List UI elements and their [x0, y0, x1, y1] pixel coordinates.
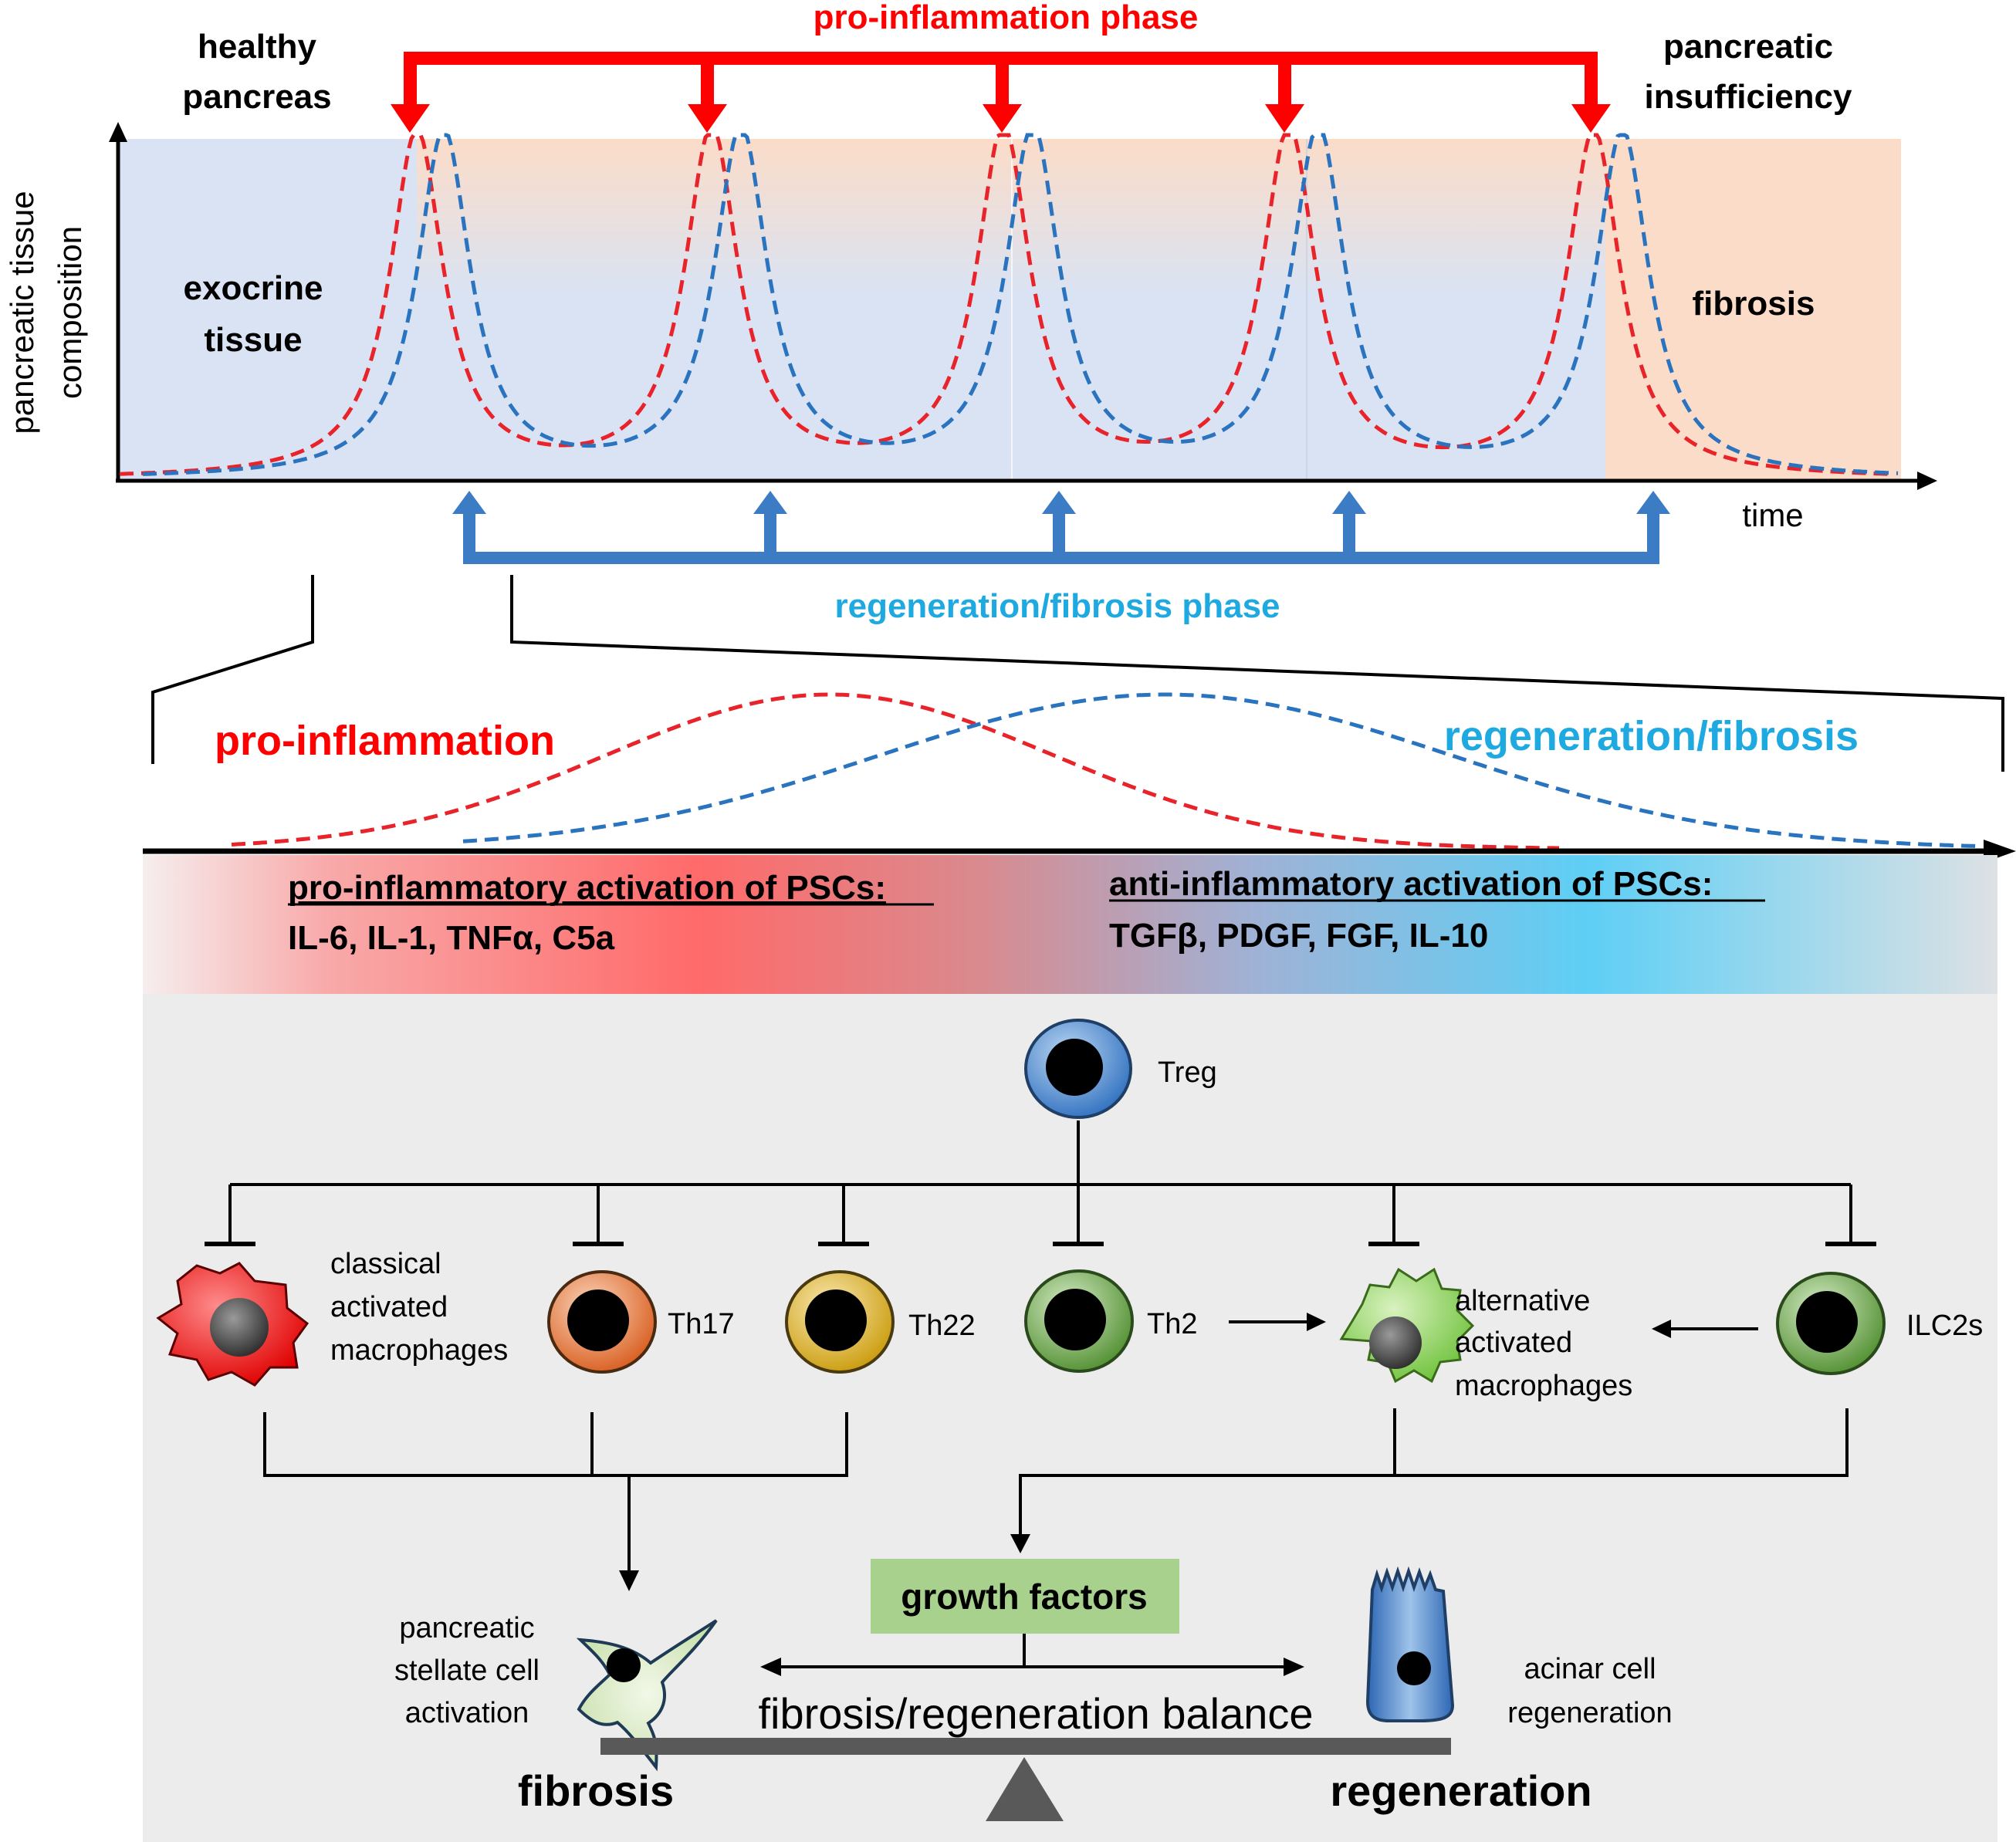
pro-activation-items: IL-6, IL-1, TNFα, C5a — [288, 919, 615, 957]
classical-macrophage-cell — [156, 1262, 310, 1387]
growth-factors-box — [871, 1559, 1179, 1634]
middle-section: pro-inflammation regeneration/fibrosis — [143, 692, 2016, 863]
ilc2s-cell — [1776, 1272, 1886, 1375]
pro-inflammation-zoom-curve — [231, 692, 1559, 850]
x-axis-arrowhead — [1917, 471, 1937, 490]
psc-label-line3: activation — [405, 1697, 529, 1729]
healthy-label-line1: healthy — [198, 28, 317, 66]
y-axis-label-line1: pancreatic tissue — [4, 191, 40, 434]
th22-cell — [785, 1270, 895, 1374]
th17-cell — [547, 1270, 657, 1374]
balance-fulcrum — [986, 1757, 1064, 1821]
alternative-label-line2: activated — [1455, 1327, 1572, 1359]
exocrine-label-line1: exocrine — [184, 269, 323, 307]
regeneration-bracket — [452, 491, 1670, 564]
alternative-macrophage-cell — [1339, 1267, 1475, 1384]
growth-factors-label: growth factors — [901, 1577, 1147, 1617]
regeneration-phase-label: regeneration/fibrosis phase — [834, 587, 1280, 625]
activation-gradient-band — [143, 855, 1997, 994]
ilc2s-label: ILC2s — [1906, 1310, 1983, 1342]
alternative-label-line3: macrophages — [1455, 1370, 1632, 1402]
anti-activation-title: anti-inflammatory activation of PSCs: — [1109, 865, 1713, 903]
regeneration-fibrosis-label: regeneration/fibrosis — [1444, 713, 1859, 759]
anti-activation-items: TGFβ, PDGF, FGF, IL-10 — [1109, 917, 1488, 955]
classical-label-line2: activated — [330, 1291, 448, 1323]
zoom-connector — [151, 575, 2004, 772]
classical-label-line1: classical — [330, 1248, 441, 1280]
psc-label-line2: stellate cell — [394, 1654, 540, 1687]
pro-inflammation-bracket — [391, 52, 1611, 133]
activation-text: pro-inflammatory activation of PSCs: IL-… — [288, 865, 1765, 957]
pro-inflammation-label: pro-inflammation — [215, 718, 555, 764]
th22-label: Th22 — [908, 1310, 976, 1342]
pancreatic-stellate-cell — [576, 1619, 718, 1772]
psc-label-line1: pancreatic — [399, 1612, 534, 1644]
regeneration-outcome-label: regeneration — [1330, 1766, 1591, 1815]
classical-label-line3: macrophages — [330, 1334, 508, 1367]
acinar-cell — [1365, 1566, 1455, 1722]
alternative-label-line1: alternative — [1455, 1285, 1590, 1317]
regeneration-connector-arrowhead — [1010, 1534, 1030, 1553]
y-axis-label-line2: composition — [52, 226, 88, 399]
fibrosis-outcome-label: fibrosis — [518, 1766, 674, 1815]
regeneration-curve — [142, 133, 1899, 476]
pro-inflammation-phase-label: pro-inflammation phase — [814, 0, 1199, 36]
insufficiency-label-line2: insufficiency — [1645, 78, 1852, 116]
fibrosis-connector-arrowhead — [619, 1570, 639, 1591]
acinar-label-line1: acinar cell — [1524, 1653, 1656, 1685]
y-axis-arrowhead — [109, 122, 127, 142]
treg-label: Treg — [1158, 1056, 1217, 1089]
th2-label: Th2 — [1147, 1308, 1197, 1340]
th2-cell — [1024, 1269, 1134, 1373]
x-axis-label: time — [1742, 497, 1803, 533]
balance-label: fibrosis/regeneration balance — [758, 1689, 1313, 1738]
healthy-label-line2: pancreas — [182, 78, 331, 116]
insufficiency-label-line1: pancreatic — [1663, 28, 1833, 66]
pro-inflammation-curve — [119, 133, 1894, 476]
fibrosis-area-label: fibrosis — [1693, 285, 1815, 323]
fibrosis-connector — [263, 1412, 848, 1574]
regeneration-connector — [1019, 1408, 1849, 1538]
balance-beam — [600, 1738, 1451, 1755]
top-panel: healthy pancreas pancreatic insufficienc… — [4, 0, 1937, 625]
exocrine-label-line2: tissue — [204, 321, 302, 359]
acinar-label-line2: regeneration — [1507, 1697, 1672, 1729]
treg-inhibition-tree — [205, 1120, 1876, 1246]
th17-label: Th17 — [668, 1308, 735, 1340]
pro-activation-title: pro-inflammatory activation of PSCs: — [288, 869, 886, 907]
treg-cell — [1024, 1019, 1132, 1119]
